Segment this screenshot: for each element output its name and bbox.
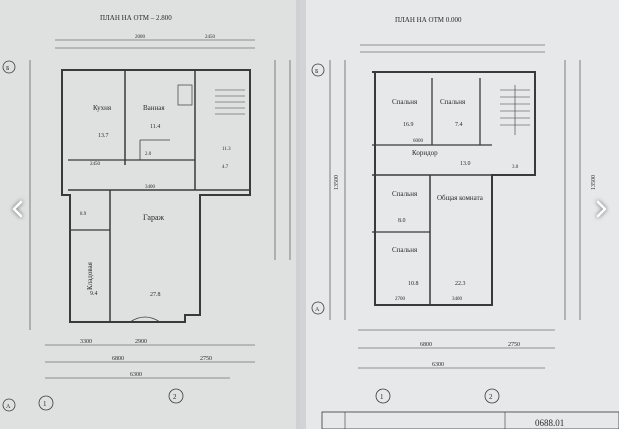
right-room-corridor-area: 13.0	[460, 161, 471, 167]
right-room-bedroom4: Спальня	[392, 246, 418, 254]
left-dim-bottom-total2: 2750	[200, 356, 212, 362]
left-dim-bottom-total1: 6800	[112, 356, 124, 362]
right-dim-bottom-total1: 6800	[420, 342, 432, 348]
left-room-kitchen: Кухня	[93, 104, 112, 112]
right-room-bedroom4-area: 10.8	[408, 281, 419, 287]
right-dim-mid: 6000	[413, 139, 424, 144]
right-dim-bottom-total3: 6300	[432, 362, 444, 368]
stamp-code: 0688.01	[535, 418, 564, 428]
left-room-pantry-area: 9.4	[90, 291, 98, 297]
right-axis-a: А	[315, 307, 320, 313]
left-room-garage: Гараж	[143, 213, 165, 222]
left-room-small3: 4.7	[222, 165, 229, 170]
left-floor-plan: ПЛАН НА ОТМ – 2.800 2000 2450 Кухня 13.7	[2, 14, 291, 412]
left-axis-a: А	[6, 404, 11, 410]
right-dim-bottom1: 2700	[395, 297, 406, 302]
left-axis-1: 1	[43, 400, 47, 408]
left-room-bathroom-area: 11.4	[150, 124, 160, 130]
left-dim-mid2: 3400	[145, 185, 156, 190]
right-room-living: Общая комната	[437, 194, 484, 202]
right-room-bedroom1: Спальня	[392, 98, 418, 106]
right-room-bedroom2: Спальня	[440, 98, 466, 106]
chevron-left-icon	[12, 200, 23, 218]
right-room-small: 3.0	[512, 165, 519, 170]
left-dim-bottom1: 3300	[80, 339, 92, 345]
right-dim-right-total: 13500	[591, 175, 597, 190]
right-room-bedroom2-area: 7.4	[455, 122, 463, 128]
left-dim-top1: 2000	[135, 35, 146, 40]
left-plan-title: ПЛАН НА ОТМ – 2.800	[100, 14, 172, 22]
right-plan-title: ПЛАН НА ОТМ 0.000	[395, 16, 462, 24]
left-room-small4: 8.9	[80, 212, 87, 217]
previous-image-button[interactable]	[6, 198, 28, 220]
left-axis-2: 2	[173, 393, 177, 401]
right-axis-b: Б	[315, 69, 319, 75]
right-room-bedroom3-area: 8.0	[398, 218, 406, 224]
left-axis-b: Б	[6, 66, 10, 72]
right-room-corridor: Коридор	[412, 149, 438, 157]
left-dim-mid1: 2450	[90, 162, 101, 167]
right-room-bedroom1-area: 16.9	[403, 122, 414, 128]
left-room-bathroom: Ванная	[143, 104, 165, 112]
left-dim-bottom2: 2900	[135, 339, 147, 345]
left-room-small1: 2.0	[145, 152, 152, 157]
right-axis-1: 1	[380, 393, 384, 401]
right-dim-left-total: 13500	[334, 175, 340, 190]
right-floor-plan: ПЛАН НА ОТМ 0.000 Спальня 16.9 Спальня 7…	[311, 16, 619, 429]
left-room-kitchen-area: 13.7	[98, 133, 109, 139]
left-dim-bottom-total3: 6300	[130, 372, 142, 378]
left-room-garage-area: 27.8	[150, 292, 161, 298]
chevron-right-icon	[596, 200, 607, 218]
left-room-pantry: Кладовая	[86, 261, 94, 290]
right-axis-2: 2	[489, 393, 493, 401]
right-room-living-area: 22.3	[455, 281, 466, 287]
right-room-bedroom3: Спальня	[392, 190, 418, 198]
left-dim-top2: 2450	[205, 35, 216, 40]
next-image-button[interactable]	[591, 198, 613, 220]
right-dim-bottom2: 3400	[452, 297, 463, 302]
right-dim-bottom-total2: 2750	[508, 342, 520, 348]
left-room-small2: 11.3	[222, 147, 231, 152]
